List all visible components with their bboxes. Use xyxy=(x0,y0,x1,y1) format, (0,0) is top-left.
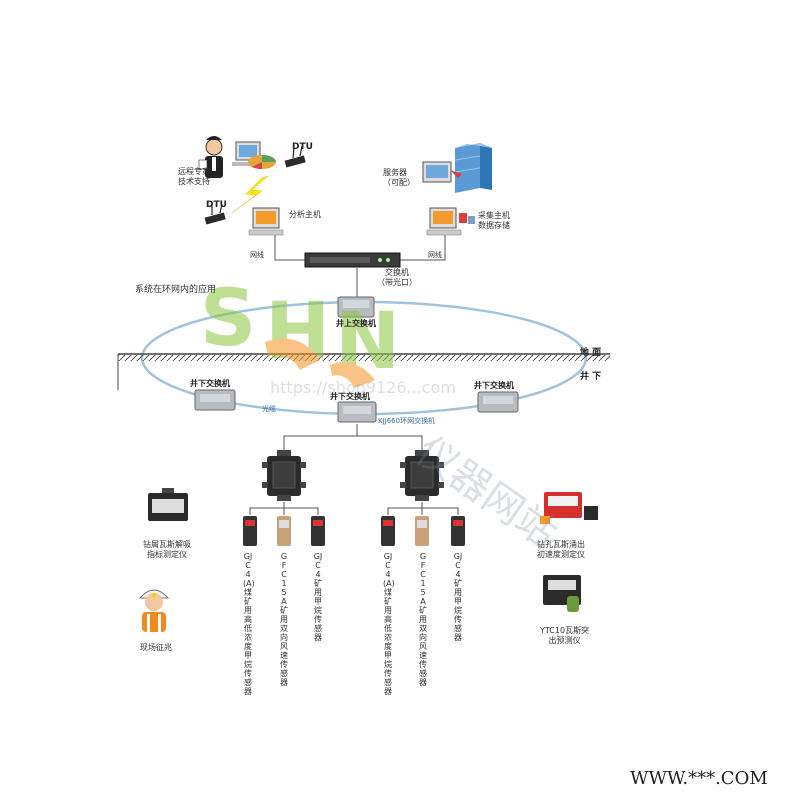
sensor-label-r1: GJC4(A)煤矿用高低浓度甲烷传感器 xyxy=(383,552,395,696)
expert-icon xyxy=(198,136,223,178)
center-switch-sub: KJJ660环网交换机 xyxy=(378,417,436,425)
gas-flow-label: 钻孔瓦斯涌出 初速度测定仪 xyxy=(537,540,585,559)
underground-switch-center xyxy=(337,401,377,423)
server-label: 服务器 （可配） xyxy=(383,168,415,187)
remote-computer-icon xyxy=(232,141,276,170)
analysis-host-icon xyxy=(248,207,284,236)
sensor-label-r3: GJC4矿用甲烷传感器 xyxy=(453,552,463,642)
collect-host-icon xyxy=(426,207,475,236)
surface-switch-box xyxy=(337,296,375,318)
left-switch-label: 井下交换机 xyxy=(190,379,230,388)
sensor-methane-left xyxy=(311,516,325,546)
ground-surface xyxy=(117,353,610,390)
surface-switch-label: 井上交换机 xyxy=(336,319,376,328)
watermark-logo: S H N xyxy=(200,274,400,388)
rack-switch-icon xyxy=(304,252,401,268)
gas-flow-meter-icon xyxy=(540,492,598,524)
analysis-host-label: 分析主机 xyxy=(289,210,321,219)
network-cables xyxy=(274,230,446,298)
underground-switch-left xyxy=(194,389,236,411)
sensor-methane-hl-left xyxy=(243,516,257,546)
wireless-lightning-icon xyxy=(231,175,269,214)
center-switch-label: 井下交换机 xyxy=(330,392,370,401)
sensor-label-l1: GJC4(A)煤矿用高低浓度甲烷传感器 xyxy=(243,552,255,696)
substation-links xyxy=(283,424,423,452)
dtu-left-icon xyxy=(204,203,226,225)
net-left-label: 网线 xyxy=(250,251,264,259)
site-label: 现场征兆 xyxy=(140,643,172,652)
substation-left xyxy=(262,450,306,501)
ring-title: 系统在环网内的应用 xyxy=(135,285,217,295)
underground-label: 井 下 xyxy=(580,372,602,382)
sensor-label-r2: GFC15A矿用双向风速传感器 xyxy=(419,552,427,687)
underground-switch-right xyxy=(477,391,519,413)
sensor-wind-right xyxy=(415,516,429,546)
sensor-links xyxy=(249,502,459,515)
right-switch-label: 井下交换机 xyxy=(474,381,514,390)
footer-watermark: WWW.***.COM xyxy=(630,768,768,789)
switch-label: 交换机 （带光口） xyxy=(377,268,417,287)
substation-right xyxy=(400,450,444,501)
ytc-label: YTC10瓦斯突 出预测仪 xyxy=(540,626,590,645)
server-icon xyxy=(422,143,492,193)
ytc10-predictor-icon xyxy=(543,575,581,612)
miner-icon xyxy=(138,589,170,632)
sensor-wind-left xyxy=(277,516,291,546)
watermark-url: https://shop9126...com xyxy=(270,378,456,397)
sensor-methane-right xyxy=(451,516,465,546)
ground-label: 地 面 xyxy=(580,348,602,358)
drill-gas-label: 钻屑瓦斯解吸 指标测定仪 xyxy=(143,540,191,559)
dtu-left-label: DTU xyxy=(206,200,227,210)
sensor-label-l3: GJC4矿用甲烷传感器 xyxy=(313,552,323,642)
sensor-methane-hl-right xyxy=(381,516,395,546)
collect-host-label: 采集主机 数据存储 xyxy=(478,211,510,230)
dtu-top-icon xyxy=(284,145,306,168)
svg-text:S: S xyxy=(200,274,256,364)
expert-label: 远程专家 技术支持 xyxy=(178,167,210,186)
dtu-top-label: DTU xyxy=(292,142,313,152)
drill-gas-meter-icon xyxy=(148,488,188,521)
sensor-label-l2: GFC15A矿用双向风速传感器 xyxy=(280,552,288,687)
net-right-label: 网线 xyxy=(428,251,442,259)
fiber-label: 光缆 xyxy=(262,405,276,413)
